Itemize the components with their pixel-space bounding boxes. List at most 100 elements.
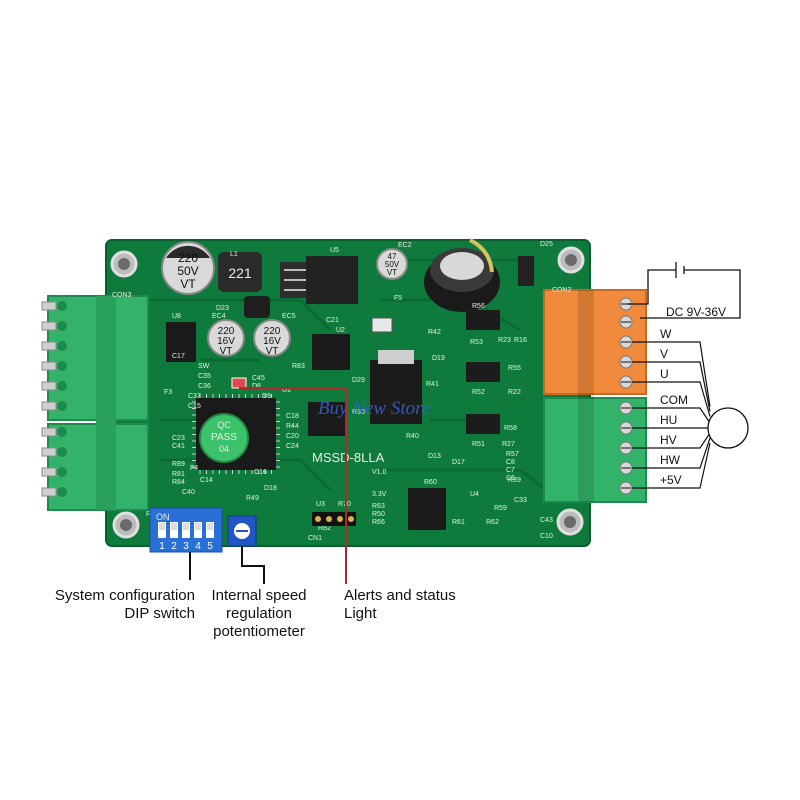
dip-switch-slot[interactable]: 1 [158, 522, 166, 552]
left-terminal-pin [41, 321, 67, 331]
terminal-label-u: U [660, 367, 669, 381]
motor-wire [632, 442, 711, 489]
silk-label: C15 [188, 403, 201, 410]
cap-ec4-line1: 220 [218, 326, 235, 337]
silk-label: R61 [452, 519, 465, 526]
silk-label: U1 [282, 387, 291, 394]
dip-switch-slot[interactable]: 3 [182, 522, 190, 552]
ic-u2 [312, 334, 350, 370]
silk-label: C35 [198, 373, 211, 380]
cap-ec5-line2: 16V [263, 336, 281, 347]
silk-label: R23 [498, 337, 511, 344]
silk-label: C37 [188, 393, 201, 400]
left-terminal-pin [41, 447, 67, 457]
silk-label: R57 [506, 451, 519, 458]
silk-label: R22 [508, 389, 521, 396]
dip-switch-slot[interactable]: 4 [194, 522, 202, 552]
right-terminal-screw [619, 401, 633, 415]
silk-label: R52 [472, 389, 485, 396]
callout-pot-line1: Internal speed [211, 587, 307, 604]
status-led [231, 377, 247, 389]
cap-ec5-line1: 220 [264, 326, 281, 337]
right-terminal-screw [619, 461, 633, 475]
silk-label: R62 [486, 519, 499, 526]
qc-line1: QC [217, 420, 231, 430]
silk-label: R63 [372, 503, 385, 510]
terminal-label-w: W [660, 327, 672, 341]
motor-wire [632, 381, 711, 417]
silk-label: R56 [472, 303, 485, 310]
silk-label: R66 [372, 519, 385, 526]
qc-sticker: QC PASS 04 [199, 413, 249, 463]
qc-line3: 04 [219, 444, 229, 454]
dip-position-label: 1 [159, 541, 165, 552]
silk-label: C23 [172, 435, 185, 442]
callout-pot-line3: potentiometer [213, 623, 305, 640]
silk-label: R50 [372, 511, 385, 518]
board-version: V1.0 [372, 469, 387, 476]
silk-label: EC5 [282, 313, 296, 320]
terminal-label-hu: HU [660, 413, 677, 427]
silk-label: C8 [506, 459, 515, 466]
inductor-l1: 221 [218, 252, 262, 292]
dip-position-label: 5 [207, 541, 213, 552]
motor-wire [632, 407, 711, 424]
silk-label: C6 [506, 475, 515, 482]
silk-label: R41 [426, 381, 439, 388]
silk-label: C41 [172, 443, 185, 450]
inductor-d23 [244, 296, 270, 318]
capacitor-ec2: 47 50V VT [376, 248, 408, 280]
mosfet-r52 [466, 362, 500, 382]
cap-ec4-line2: 16V [217, 336, 235, 347]
dip-switch-slot[interactable]: 5 [206, 522, 214, 552]
silk-label: R30 [352, 409, 365, 416]
silk-label: C36 [198, 383, 211, 390]
left-terminal-pin [41, 467, 67, 477]
callout-pot-line2: regulation [226, 605, 292, 622]
silk-label: U8 [172, 313, 181, 320]
dip-switch-slot[interactable]: 2 [170, 522, 178, 552]
speed-potentiometer[interactable] [227, 515, 257, 547]
callout-dip-switch: System configuration DIP switch [40, 587, 195, 623]
power-label: DC 9V-36V [666, 305, 726, 319]
capacitor-ec5: 220 16V VT [253, 319, 291, 357]
silk-label: R89 [172, 461, 185, 468]
silk-label: F4 [190, 465, 198, 472]
silk-label: R40 [406, 433, 419, 440]
ic-u8 [166, 322, 196, 362]
silk-label: F5 [394, 295, 402, 302]
silk-label: D25 [540, 241, 553, 248]
silk-label: F3 [164, 389, 172, 396]
silk-label: R81 [172, 471, 185, 478]
silk-label: C18 [286, 413, 299, 420]
watermark: Buy New Store [318, 398, 430, 419]
capacitor-left: 220 50V VT [161, 241, 215, 295]
cap-left-line1: 220 [178, 251, 198, 265]
board-model: MSSD-8LLA [312, 450, 385, 465]
silk-label: D19 [432, 355, 445, 362]
inductor-label: 221 [228, 265, 252, 281]
silk-label: C10 [540, 533, 553, 540]
silk-label: EC4 [212, 313, 226, 320]
silk-label: CN1 [308, 535, 322, 542]
silk-label: L1 [230, 251, 238, 258]
capacitor-ec4: 220 16V VT [207, 319, 245, 357]
silk-label: R60 [424, 479, 437, 486]
silk-label: C14 [200, 477, 213, 484]
left-terminal-pin [41, 427, 67, 437]
silk-label: U5 [330, 247, 339, 254]
silk-label: D9 [262, 393, 271, 400]
silk-label: C20 [286, 433, 299, 440]
silk-label: R84 [172, 479, 185, 486]
silk-label: EC2 [398, 242, 412, 249]
silk-label: D23 [216, 305, 229, 312]
silk-label: D29 [352, 377, 365, 384]
terminal-label-hv: HV [660, 433, 677, 447]
silk-label: R44 [286, 423, 299, 430]
silk-label: R39 [508, 477, 521, 484]
silk-label: D17 [452, 459, 465, 466]
right-terminal-pins [619, 297, 633, 495]
